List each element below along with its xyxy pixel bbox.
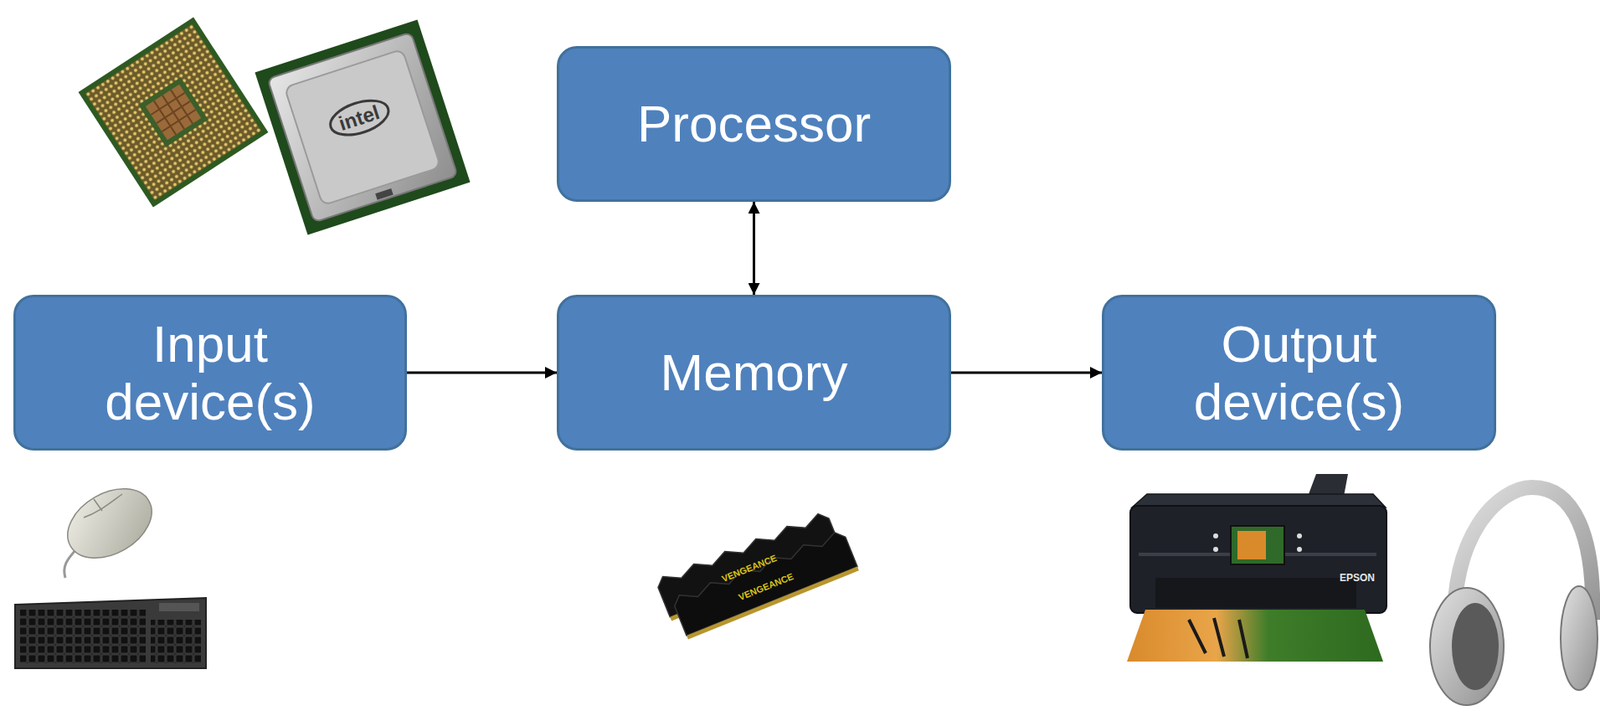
cpu-front — [254, 19, 470, 235]
connector-arrow — [951, 371, 1102, 375]
connector-arrow — [752, 201, 756, 295]
mouse-picture — [55, 474, 165, 578]
processor-box: Processor — [556, 46, 952, 202]
memory-box: Memory — [556, 294, 952, 451]
ram-picture — [654, 507, 860, 643]
cpu-back — [78, 17, 269, 208]
box-label: Processor — [637, 94, 871, 153]
printer-brand: EPSON — [1339, 572, 1375, 583]
printer-picture — [1126, 473, 1387, 662]
connector-arrow — [406, 371, 557, 375]
output-box: Output device(s) — [1101, 294, 1497, 451]
input-box: Input device(s) — [13, 294, 407, 451]
keyboard-picture — [15, 597, 206, 669]
box-label: Memory — [660, 343, 849, 402]
headphones-picture — [1430, 487, 1598, 705]
box-label: Input device(s) — [59, 314, 361, 432]
box-label: Output device(s) — [1148, 314, 1451, 432]
